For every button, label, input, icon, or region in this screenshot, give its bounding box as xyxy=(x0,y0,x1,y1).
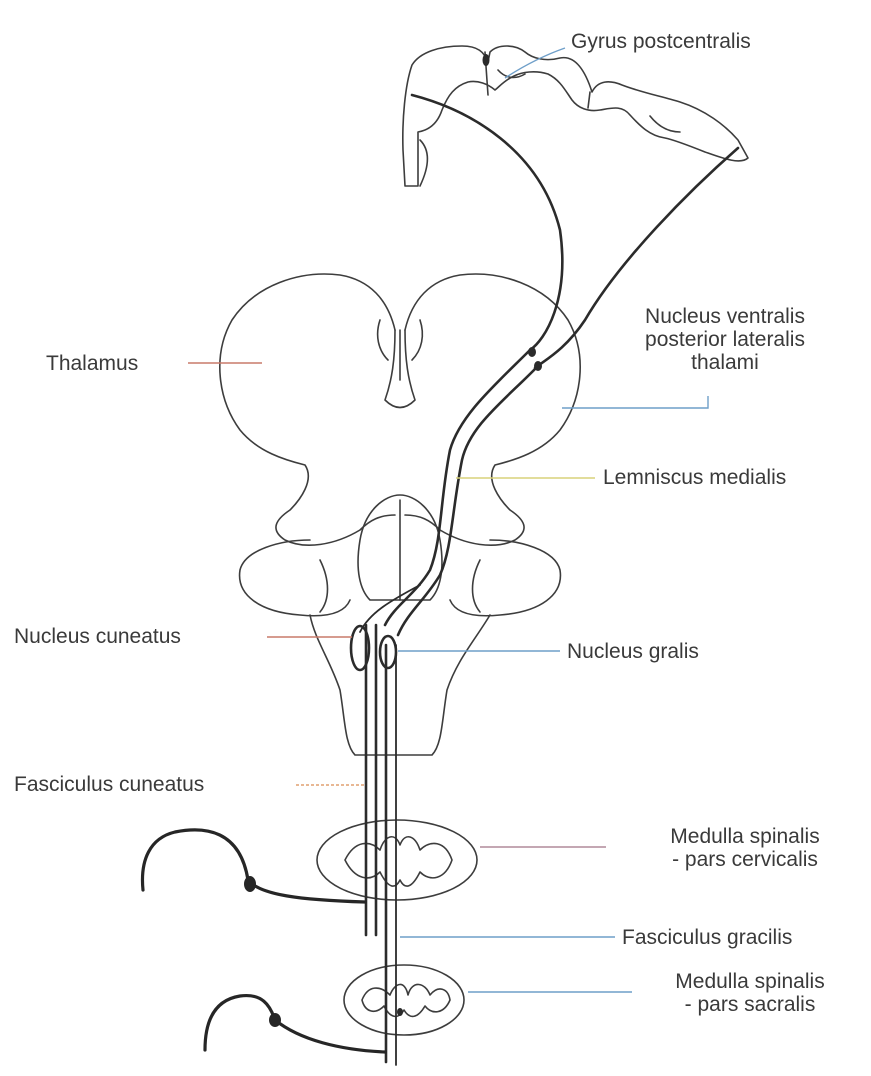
medulla-sacralis-line1: Medulla spinalis xyxy=(620,970,871,993)
nucleus-ventralis-line2: posterior lateralis xyxy=(585,328,865,351)
ascending-tracts xyxy=(351,95,738,1065)
lemniscus-medialis-label: Lemniscus medialis xyxy=(603,466,786,489)
medulla-cervicalis-line2: - pars cervicalis xyxy=(615,848,871,871)
gyrus-postcentralis-label: Gyrus postcentralis xyxy=(571,30,751,53)
peripheral-nerves xyxy=(142,830,385,1052)
nucleus-ventralis-line3: thalami xyxy=(585,351,865,374)
sacral-cord-section xyxy=(344,965,464,1035)
nucleus-ventralis-line1: Nucleus ventralis xyxy=(585,305,865,328)
nucleus-gracilis-label: Nucleus gralis xyxy=(567,640,699,663)
medulla-cervicalis-line1: Medulla spinalis xyxy=(615,825,871,848)
medulla-sacralis-line2: - pars sacralis xyxy=(620,993,871,1016)
brainstem-section xyxy=(240,495,561,755)
medulla-sacralis-label: Medulla spinalis - pars sacralis xyxy=(620,970,871,1016)
fasciculus-gracilis-label: Fasciculus gracilis xyxy=(622,926,792,949)
thalamus-label: Thalamus xyxy=(46,352,138,375)
nucleus-ventralis-label: Nucleus ventralis posterior lateralis th… xyxy=(585,305,865,374)
nucleus-cuneatus-label: Nucleus cuneatus xyxy=(14,625,181,648)
fasciculus-cuneatus-label: Fasciculus cuneatus xyxy=(14,773,204,796)
medulla-cervicalis-label: Medulla spinalis - pars cervicalis xyxy=(615,825,871,871)
cortex-section xyxy=(403,46,748,186)
cervical-cord-section xyxy=(317,820,477,900)
